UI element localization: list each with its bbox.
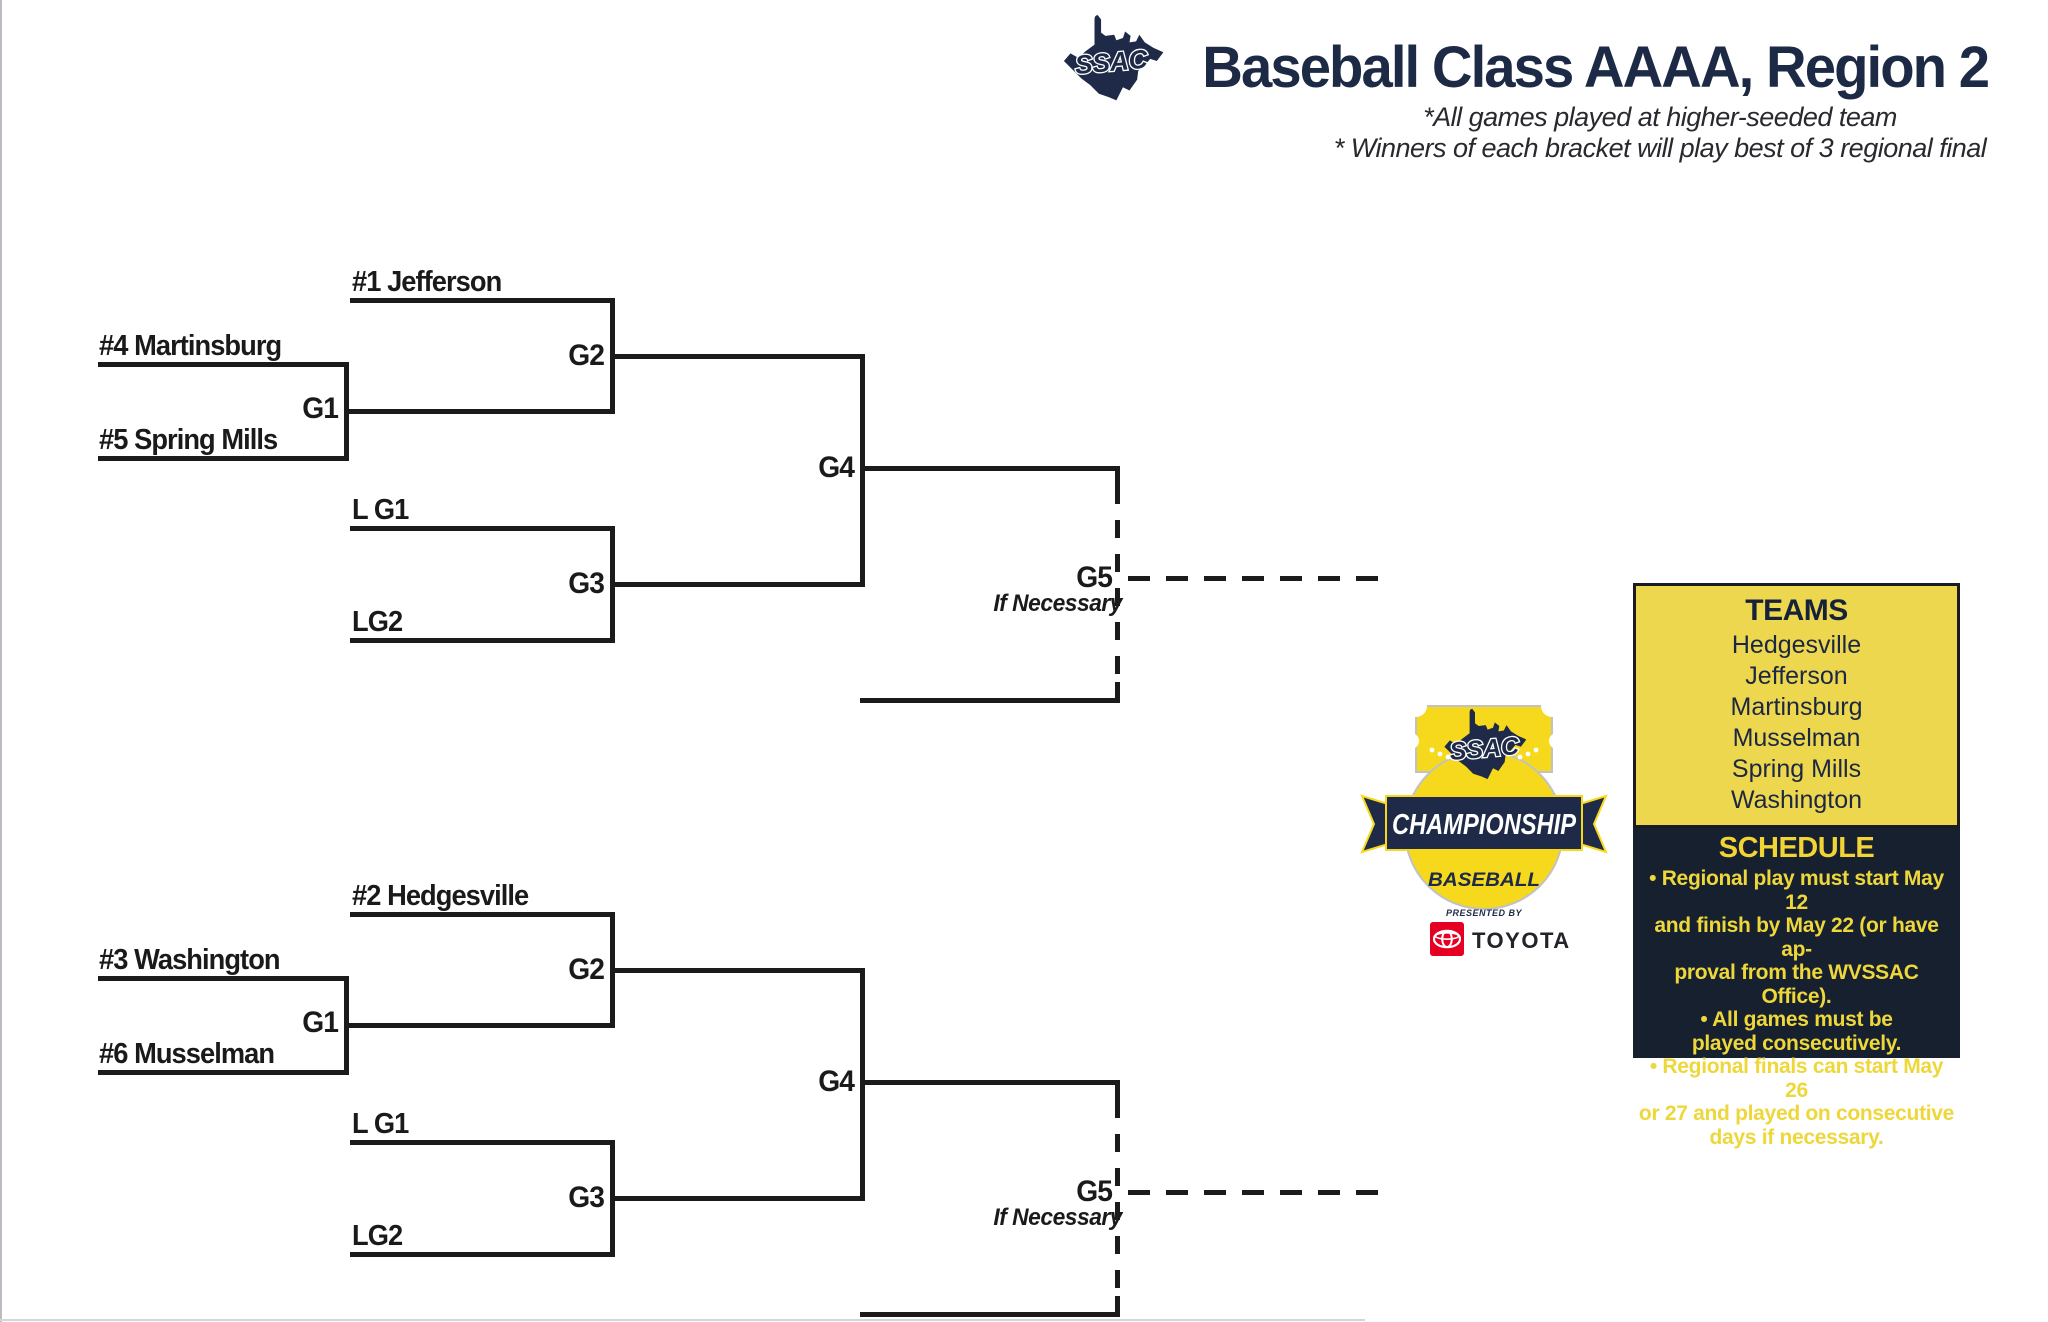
g3-winner-line (610, 1196, 865, 1201)
ribbon-tail-left (1360, 794, 1389, 854)
seed-line (98, 456, 349, 461)
schedule-box: SCHEDULE • Regional play must start May … (1633, 828, 1960, 1149)
g3-winner-line (610, 582, 865, 587)
badge-notch (1403, 733, 1419, 749)
badge-dot (1525, 751, 1531, 757)
note-best-of-3: * Winners of each bracket will play best… (1333, 133, 1987, 163)
ribbon-tail-right (1579, 794, 1608, 854)
presented-by-text: PRESENTED BY (1446, 908, 1523, 918)
ssac-state-logo: SSAC (1063, 15, 1164, 101)
g5-feeder-line (860, 698, 1120, 703)
badge-dot (1429, 747, 1435, 753)
badge-state-shape (1444, 708, 1527, 780)
badge-dot (1533, 747, 1539, 753)
badge-dot (1517, 754, 1523, 760)
g1-label: G1 (302, 1006, 339, 1039)
seed-line (98, 1070, 349, 1075)
badge-dot (1437, 751, 1443, 757)
bracket-lower: #2 Hedgesville #3 Washington #6 Musselma… (0, 614, 2048, 1322)
g5-connector-dashed (1115, 1100, 1120, 1296)
header-notes: *All games played at higher-seeded team … (1272, 102, 2048, 164)
g5-connector-cap-bottom (1115, 682, 1120, 703)
g2-winner-line (610, 354, 865, 359)
seed-label: #3 Washington (99, 944, 281, 976)
g5-label: G5 (1076, 1175, 1113, 1208)
g2-winner-line (610, 968, 865, 973)
g4-winner-line (860, 1080, 1120, 1085)
west-virginia-shape (1063, 15, 1164, 101)
loser-g1-label: L G1 (352, 1108, 409, 1140)
badge-notch (1541, 695, 1563, 717)
badge-dot (1445, 754, 1451, 760)
seed-line (350, 298, 615, 303)
schedule-rules: • Regional play must start May 12 and fi… (1638, 867, 1955, 1149)
teams-box-title: TEAMS (1745, 594, 1848, 627)
loser-g1-line (350, 526, 615, 531)
g5-connector-cap-bottom (1115, 1296, 1120, 1317)
toyota-logo: TOYOTA (1430, 922, 1571, 956)
g4-winner-line (860, 466, 1120, 471)
g5-connector-dashed (1115, 486, 1120, 682)
toyota-wordmark: TOYOTA (1472, 928, 1571, 953)
seed-label: #6 Musselman (99, 1038, 275, 1070)
g5-label: G5 (1076, 561, 1113, 594)
loser-g2-label: LG2 (352, 1220, 403, 1252)
g2-label: G2 (568, 953, 605, 986)
loser-g2-label: LG2 (352, 606, 403, 638)
badge-notch (1549, 733, 1565, 749)
seed-label: #1 Jefferson (352, 266, 502, 298)
g5-connector-cap-top (1115, 466, 1120, 486)
g5-feeder-line (860, 1312, 1120, 1317)
seed-label: #4 Martinsburg (99, 330, 282, 362)
g1-winner-line (344, 1023, 615, 1028)
page-title: Baseball Class AAAA, Region 2 (1202, 35, 1990, 100)
seed-label: #2 Hedgesville (352, 880, 529, 912)
schedule-box-title: SCHEDULE (1718, 832, 1875, 864)
g1-winner-line (344, 409, 615, 414)
seed-line (98, 976, 349, 981)
seed-line (98, 362, 349, 367)
g3-label: G3 (568, 567, 605, 600)
bracket-upper: #1 Jefferson #4 Martinsburg #5 Spring Mi… (98, 266, 1380, 703)
if-necessary-label: If Necessary (993, 1204, 1122, 1231)
g5-winner-dashed-line (1128, 1190, 1380, 1195)
if-necessary-label: If Necessary (993, 590, 1122, 617)
page-left-border (0, 0, 2, 1322)
ribbon-band (1385, 795, 1583, 851)
g4-label: G4 (818, 1065, 855, 1098)
note-higher-seed: *All games played at higher-seeded team (1423, 102, 1897, 132)
teams-box: TEAMS Hedgesville Jefferson Martinsburg … (1633, 583, 1960, 828)
badge-notch (1405, 695, 1427, 717)
toyota-emblem-horizontal (1434, 932, 1460, 941)
g4-label: G4 (818, 451, 855, 484)
g5-connector-cap-top (1115, 1080, 1120, 1100)
championship-badge: SSAC CHAMPIONSHIP BASEBALL PRESENTED BY … (1360, 695, 1608, 956)
g3-label: G3 (568, 1181, 605, 1214)
loser-g1-line (350, 1140, 615, 1145)
page-bottom-border (0, 1319, 1365, 1321)
seed-label: #5 Spring Mills (99, 424, 278, 456)
g5-winner-dashed-line (1128, 576, 1380, 581)
ribbon-championship-text: CHAMPIONSHIP (1392, 809, 1577, 841)
loser-g2-line (350, 638, 615, 643)
loser-g1-label: L G1 (352, 494, 409, 526)
loser-g2-line (350, 1252, 615, 1257)
teams-list: Hedgesville Jefferson Martinsburg Mussel… (1730, 631, 1863, 814)
badge-sport-text: BASEBALL (1428, 870, 1540, 891)
g1-label: G1 (302, 392, 339, 425)
g2-label: G2 (568, 339, 605, 372)
ssac-logo-text: SSAC (1074, 44, 1150, 80)
seed-line (350, 912, 615, 917)
